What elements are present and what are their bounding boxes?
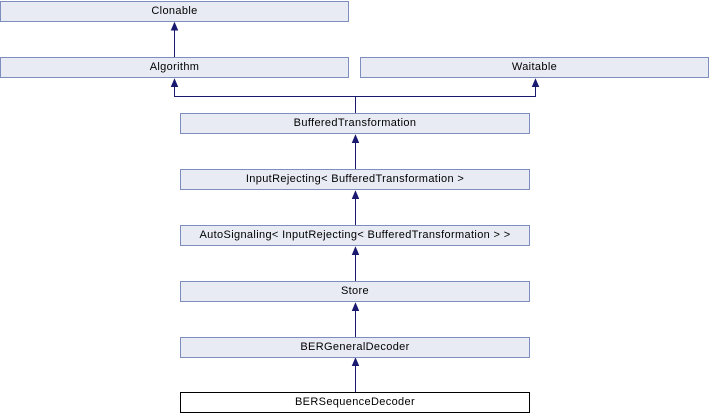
class-node-waitable[interactable]: Waitable <box>360 57 709 78</box>
edge-autosignaling-inputrejecting <box>351 190 360 225</box>
class-node-label: Store <box>340 285 370 297</box>
class-node-store[interactable]: Store <box>180 281 530 302</box>
class-node-label: Clonable <box>151 5 198 17</box>
class-node-buffered-transformation[interactable]: BufferedTransformation <box>180 113 530 134</box>
class-node-label: BERGeneralDecoder <box>300 341 410 353</box>
class-node-clonable[interactable]: Clonable <box>0 1 349 22</box>
class-node-label: AutoSignaling< InputRejecting< BufferedT… <box>199 229 511 241</box>
class-node-label: BufferedTransformation <box>293 117 417 129</box>
edge-bufferedtransformation-parents <box>170 78 540 113</box>
class-node-algorithm[interactable]: Algorithm <box>0 57 349 78</box>
class-node-label: Waitable <box>511 61 558 73</box>
edge-inputrejecting-bufferedtransformation <box>351 134 360 169</box>
class-node-label: Algorithm <box>149 61 200 73</box>
class-node-input-rejecting[interactable]: InputRejecting< BufferedTransformation > <box>180 169 530 190</box>
class-node-ber-sequence-decoder: BERSequenceDecoder <box>180 392 530 413</box>
edge-algorithm-clonable <box>170 21 179 57</box>
class-node-label: InputRejecting< BufferedTransformation > <box>245 173 465 185</box>
edge-store-autosignaling <box>351 246 360 281</box>
edge-bersequencedecoder-bergeneraldecoder <box>351 357 360 392</box>
class-node-auto-signaling[interactable]: AutoSignaling< InputRejecting< BufferedT… <box>180 225 530 246</box>
class-node-label: BERSequenceDecoder <box>294 396 416 408</box>
edge-bergeneraldecoder-store <box>351 302 360 337</box>
class-node-ber-general-decoder[interactable]: BERGeneralDecoder <box>180 337 530 358</box>
